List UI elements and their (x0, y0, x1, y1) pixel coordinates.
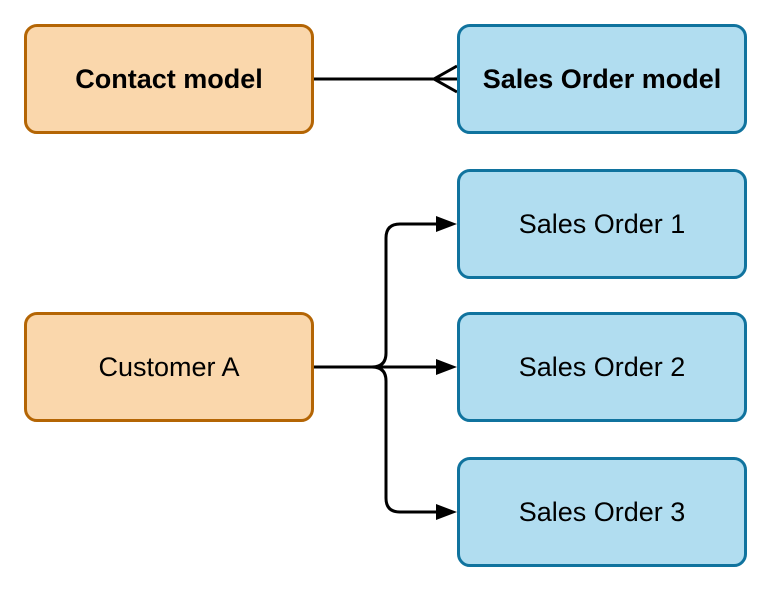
arrowhead-icon (436, 216, 457, 232)
connector-contact-to-salesordermodel (314, 64, 458, 94)
node-label: Sales Order 3 (518, 496, 686, 527)
node-label: Sales Order model (482, 63, 722, 94)
node-sales-order-model: Sales Order model (457, 24, 747, 134)
crows-foot-many-icon (430, 64, 458, 94)
arrowhead-icon (436, 504, 457, 520)
node-sales-order-2: Sales Order 2 (457, 312, 747, 422)
node-label: Customer A (98, 351, 240, 382)
arrowhead-icon (436, 359, 457, 375)
node-label: Contact model (75, 63, 263, 94)
node-label: Sales Order 2 (518, 351, 686, 382)
node-customer-a: Customer A (24, 312, 314, 422)
node-sales-order-1: Sales Order 1 (457, 169, 747, 279)
connector-customer-to-salesorder1 (371, 216, 457, 369)
connector-customer-to-salesorder2 (314, 359, 457, 375)
connector-customer-to-salesorder3 (371, 365, 457, 520)
node-contact-model: Contact model (24, 24, 314, 134)
node-label: Sales Order 1 (518, 208, 686, 239)
node-sales-order-3: Sales Order 3 (457, 457, 747, 567)
